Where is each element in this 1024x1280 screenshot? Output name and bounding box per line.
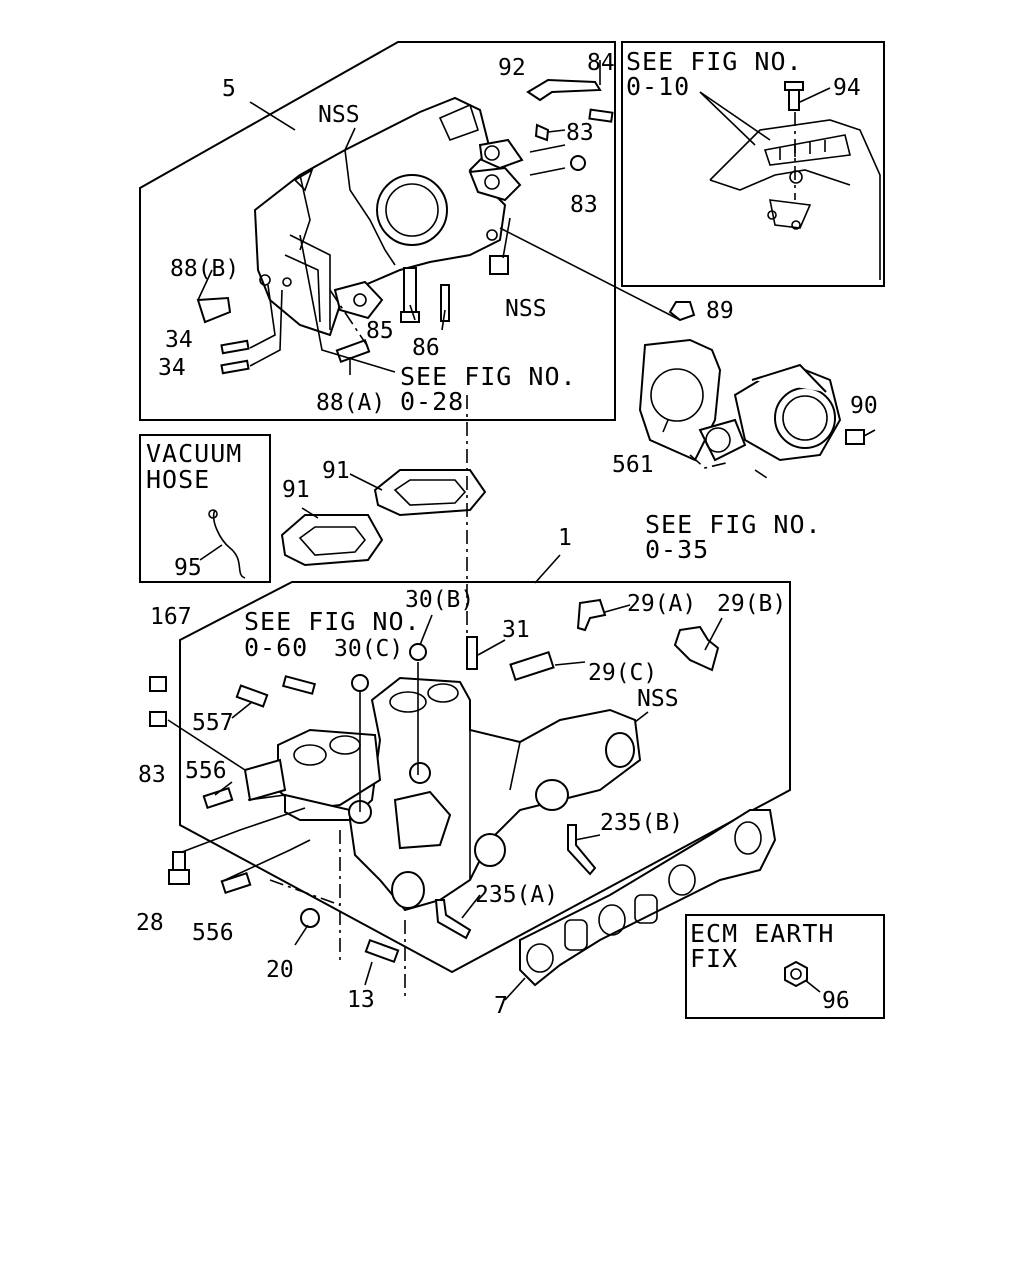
label-235b: 235(B)	[600, 810, 683, 836]
label-31: 31	[502, 617, 530, 643]
label-1: 1	[558, 525, 572, 551]
label-30b: 30(B)	[405, 587, 474, 613]
label-nss-mid: NSS	[505, 296, 547, 322]
label-96: 96	[822, 988, 850, 1014]
label-83-a: 83	[566, 120, 594, 146]
label-30c: 30(C)	[334, 636, 403, 662]
ref-0-28-line2: 0-28	[400, 387, 464, 416]
label-29b: 29(B)	[717, 591, 786, 617]
fig-0-10-line2: 0-10	[626, 72, 690, 101]
label-84: 84	[587, 50, 615, 76]
label-34-a: 34	[165, 327, 193, 353]
label-28: 28	[136, 910, 164, 936]
upper-assembly-panel	[139, 41, 616, 421]
ecm-earth-line1: ECM EARTH	[690, 919, 834, 948]
label-83-c: 83	[138, 762, 166, 788]
label-nss-low: NSS	[637, 686, 679, 712]
lower-manifold-panel	[149, 554, 791, 1000]
label-557: 557	[192, 710, 234, 736]
label-34-b: 34	[158, 355, 186, 381]
ref-0-60-line2: 0-60	[244, 633, 308, 662]
throttle-body-group	[499, 227, 876, 481]
label-88b: 88(B)	[170, 256, 239, 282]
label-83-b: 83	[570, 192, 598, 218]
ref-0-35-line1: SEE FIG NO.	[645, 510, 822, 539]
label-94: 94	[833, 75, 861, 101]
vacuum-hose-line1: VACUUM	[146, 439, 242, 468]
label-85: 85	[366, 318, 394, 344]
ref-0-60-line1: SEE FIG NO.	[244, 607, 421, 636]
ref-0-35-line2: 0-35	[645, 535, 709, 564]
label-556-a: 556	[185, 758, 227, 784]
label-167: 167	[150, 604, 192, 630]
label-5: 5	[222, 76, 236, 102]
label-556-b: 556	[192, 920, 234, 946]
part-labels: 5 NSS 92 84 83 83 88(B) 34 34 85 86 NSS …	[136, 50, 878, 1019]
ref-0-28-line1: SEE FIG NO.	[400, 362, 577, 391]
label-29a: 29(A)	[627, 591, 696, 617]
label-nss-top: NSS	[318, 102, 360, 128]
label-91-b: 91	[322, 458, 350, 484]
label-86: 86	[412, 335, 440, 361]
gasket-91-pair	[280, 395, 487, 640]
label-88a: 88(A)	[316, 390, 385, 416]
ecm-earth-box	[685, 914, 885, 1019]
fig-0-10-line1: SEE FIG NO.	[626, 47, 803, 76]
ecm-earth-line2: FIX	[690, 944, 738, 973]
see-fig-0-10-box	[621, 41, 885, 287]
box-titles: SEE FIG NO. 0-10 VACUUM HOSE ECM EARTH F…	[146, 47, 834, 973]
label-89: 89	[706, 298, 734, 324]
label-13: 13	[347, 987, 375, 1013]
label-91-a: 91	[282, 477, 310, 503]
label-92: 92	[498, 55, 526, 81]
vacuum-hose-line2: HOSE	[146, 465, 210, 494]
label-90: 90	[850, 393, 878, 419]
gasket-7	[504, 809, 777, 1001]
label-7: 7	[494, 993, 508, 1019]
label-561: 561	[612, 452, 654, 478]
label-29c: 29(C)	[588, 660, 657, 686]
cross-references: SEE FIG NO. 0-28 SEE FIG NO. 0-35 SEE FI…	[244, 362, 822, 662]
vacuum-hose-box	[139, 434, 271, 583]
label-95: 95	[174, 555, 202, 581]
label-20: 20	[266, 957, 294, 983]
label-235a: 235(A)	[475, 882, 558, 908]
